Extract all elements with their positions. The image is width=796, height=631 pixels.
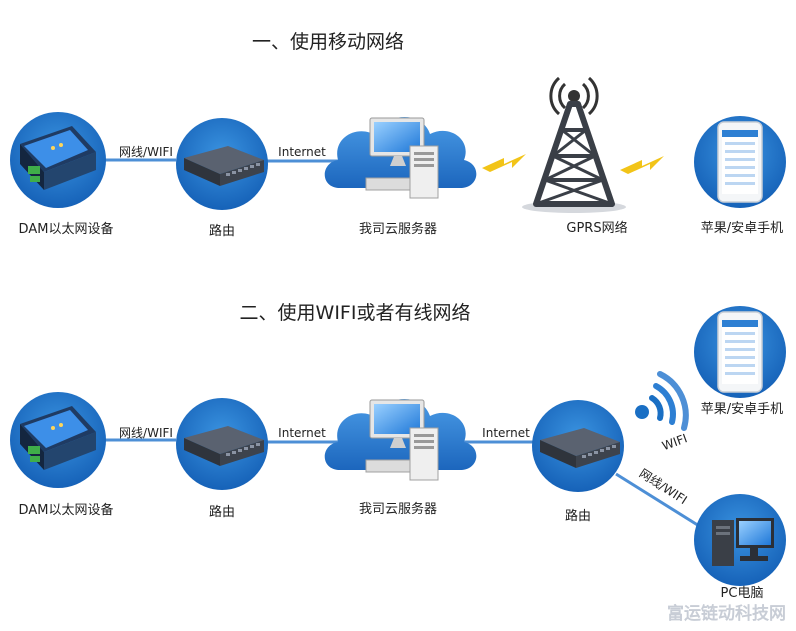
lightning-icon: [620, 156, 664, 174]
node-label-router-2b: 路由: [565, 508, 591, 524]
node-label-gprs: GPRS网络: [566, 220, 627, 236]
node-label-dam-2: DAM以太网设备: [19, 502, 114, 518]
node-label-server-2: 我司云服务器: [359, 501, 437, 517]
node-label-phone-2: 苹果/安卓手机: [701, 402, 783, 417]
phone-icon: [693, 115, 787, 209]
node-label-pc: PC电脑: [721, 586, 764, 601]
router-icon: [176, 118, 268, 210]
edge-label-router-server-2: Internet: [278, 426, 326, 440]
section1-title: 一、使用移动网络: [252, 31, 404, 53]
node-label-router-2a: 路由: [209, 504, 235, 520]
watermark-text: 富运链动科技网: [667, 603, 786, 624]
cell-tower-icon: [522, 76, 626, 213]
section2-title: 二、使用WIFI或者有线网络: [240, 302, 471, 324]
link-router-pc: [615, 472, 713, 536]
cloud-server-icon: [324, 116, 477, 199]
cloud-server-icon: [324, 398, 477, 481]
lightning-icon: [482, 154, 526, 172]
wifi-icon: [635, 371, 689, 431]
node-label-phone-1: 苹果/安卓手机: [701, 221, 783, 236]
router-icon: [532, 400, 624, 492]
node-label-router-1: 路由: [209, 223, 235, 239]
edge-label-dam-router-1: 网线/WIFI: [119, 145, 173, 159]
edge-label-router-pc: 网线/WIFI: [637, 466, 690, 507]
phone-icon: [693, 305, 787, 399]
edge-label-router-server-1: Internet: [278, 145, 326, 159]
edge-label-server-router-2: Internet: [482, 426, 530, 440]
dam-device-icon: [10, 112, 106, 208]
dam-device-icon: [10, 392, 106, 488]
router-icon: [176, 398, 268, 490]
edge-label-router-phone: WIFI: [660, 431, 689, 453]
pc-icon: [694, 494, 786, 586]
node-label-server-1: 我司云服务器: [359, 221, 437, 237]
edge-label-dam-router-2: 网线/WIFI: [119, 426, 173, 440]
node-label-dam-1: DAM以太网设备: [19, 221, 114, 237]
